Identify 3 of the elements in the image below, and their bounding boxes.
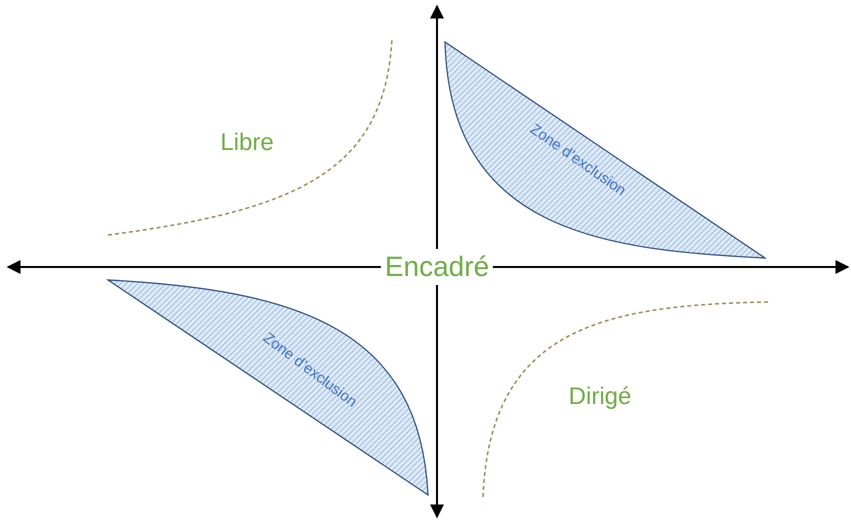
quadrant-label: Encadré: [380, 249, 494, 285]
quadrant-label: Libre: [220, 129, 274, 157]
quadrant-label: Dirigé: [568, 383, 632, 411]
